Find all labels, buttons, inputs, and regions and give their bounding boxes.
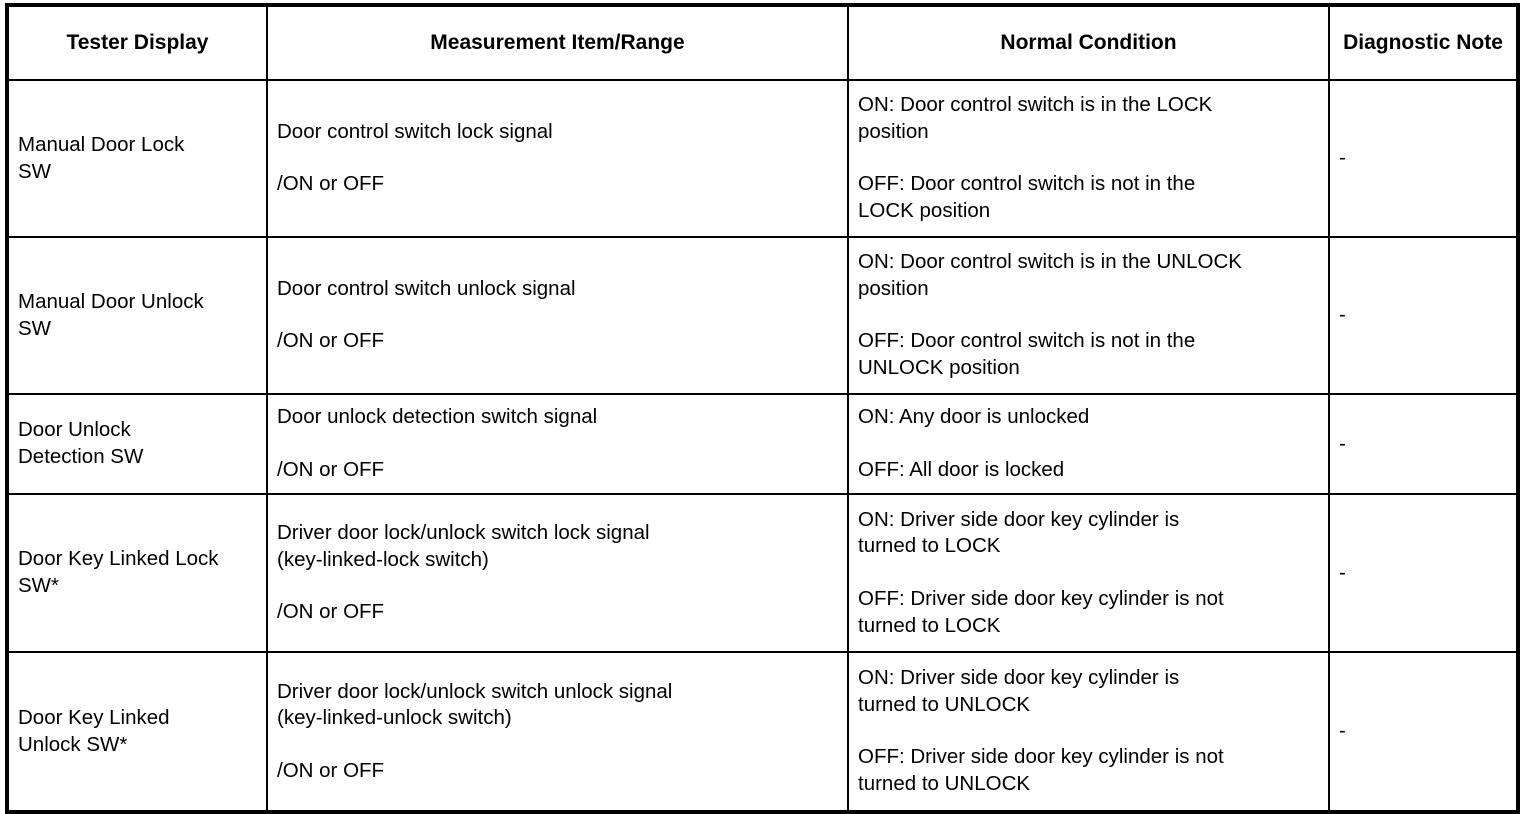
- text-line: ON: Door control switch is in the LOCK: [858, 93, 1213, 117]
- cell-normal-condition: ON: Door control switch is in the UNLOCK…: [847, 236, 1330, 395]
- column-header-measurement-item-range: Measurement Item/Range: [266, 4, 849, 81]
- text-line: Door Key Linked: [18, 705, 170, 729]
- text-block: OFF: Driver side door key cylinder is no…: [858, 586, 1318, 639]
- table-row: Manual Door Lock SW Door control switch …: [6, 79, 1519, 238]
- cell-tester-display: Door Key Linked Unlock SW*: [6, 651, 268, 813]
- text-line: position: [858, 119, 929, 143]
- text-block: Driver door lock/unlock switch unlock si…: [277, 679, 837, 732]
- text-block: Door control switch lock signal: [277, 119, 837, 146]
- text-line: turned to UNLOCK: [858, 772, 1031, 796]
- text-line: Door unlock detection switch signal: [277, 405, 598, 429]
- text-block: /ON or OFF: [277, 758, 837, 785]
- text-line: Manual Door Lock: [18, 132, 185, 156]
- cell-measurement-item-range: Door control switch unlock signal /ON or…: [266, 236, 849, 395]
- column-header-diagnostic-note: Diagnostic Note: [1328, 4, 1519, 81]
- text-block: OFF: All door is locked: [858, 457, 1318, 484]
- text-line: ON: Any door is unlocked: [858, 405, 1090, 429]
- text-line: Door control switch lock signal: [277, 119, 553, 143]
- cell-tester-display: Manual Door Unlock SW: [6, 236, 268, 395]
- table-row: Door Key Linked Unlock SW* Driver door l…: [6, 651, 1519, 813]
- text-line: Driver door lock/unlock switch lock sign…: [277, 521, 650, 545]
- cell-normal-condition: ON: Driver side door key cylinder is tur…: [847, 651, 1330, 813]
- text-block: /ON or OFF: [277, 328, 837, 355]
- header-row: Tester Display Measurement Item/Range No…: [6, 4, 1519, 81]
- text-line: ON: Door control switch is in the UNLOCK: [858, 250, 1242, 274]
- text-line: /ON or OFF: [277, 329, 385, 353]
- table-row: Manual Door Unlock SW Door control switc…: [6, 236, 1519, 395]
- text-line: turned to LOCK: [858, 534, 1001, 558]
- text-line: ON: Driver side door key cylinder is: [858, 507, 1180, 531]
- cell-measurement-item-range: Driver door lock/unlock switch lock sign…: [266, 493, 849, 653]
- text-line: OFF: All door is locked: [858, 457, 1065, 481]
- text-line: OFF: Door control switch is not in the: [858, 329, 1196, 353]
- cell-diagnostic-note: -: [1328, 651, 1519, 813]
- cell-measurement-item-range: Door control switch lock signal /ON or O…: [266, 79, 849, 238]
- text-line: SW: [18, 159, 52, 183]
- cell-tester-display: Door Key Linked Lock SW*: [6, 493, 268, 653]
- text-line: LOCK position: [858, 199, 991, 223]
- text-line: (key-linked-lock switch): [277, 547, 489, 571]
- text-block: ON: Door control switch is in the UNLOCK…: [858, 249, 1318, 302]
- text-line: Detection SW: [18, 445, 144, 468]
- text-line: /ON or OFF: [277, 172, 385, 196]
- cell-measurement-item-range: Door unlock detection switch signal /ON …: [266, 393, 849, 495]
- text-block: /ON or OFF: [277, 171, 837, 198]
- cell-diagnostic-note: -: [1328, 79, 1519, 238]
- cell-normal-condition: ON: Driver side door key cylinder is tur…: [847, 493, 1330, 653]
- cell-normal-condition: ON: Any door is unlocked OFF: All door i…: [847, 393, 1330, 495]
- cell-tester-display: Manual Door Lock SW: [6, 79, 268, 238]
- text-block: Driver door lock/unlock switch lock sign…: [277, 520, 837, 573]
- text-line: Driver door lock/unlock switch unlock si…: [277, 679, 673, 703]
- text-line: SW: [18, 316, 52, 340]
- text-block: Door control switch unlock signal: [277, 276, 837, 303]
- text-line: Manual Door Unlock: [18, 289, 204, 313]
- text-line: Unlock SW*: [18, 732, 128, 756]
- table-header: Tester Display Measurement Item/Range No…: [6, 4, 1519, 81]
- text-line: /ON or OFF: [277, 457, 385, 481]
- cell-normal-condition: ON: Door control switch is in the LOCK p…: [847, 79, 1330, 238]
- text-block: ON: Driver side door key cylinder is tur…: [858, 507, 1318, 560]
- text-line: /ON or OFF: [277, 600, 385, 624]
- text-block: ON: Any door is unlocked: [858, 404, 1318, 431]
- text-line: UNLOCK position: [858, 356, 1020, 380]
- text-block: Door unlock detection switch signal: [277, 404, 837, 431]
- cell-diagnostic-note: -: [1328, 393, 1519, 495]
- text-block: OFF: Driver side door key cylinder is no…: [858, 744, 1318, 797]
- text-line: OFF: Door control switch is not in the: [858, 172, 1196, 196]
- text-block: OFF: Door control switch is not in the U…: [858, 328, 1318, 381]
- text-line: OFF: Driver side door key cylinder is no…: [858, 745, 1224, 769]
- cell-diagnostic-note: -: [1328, 236, 1519, 395]
- text-block: OFF: Door control switch is not in the L…: [858, 171, 1318, 224]
- column-header-normal-condition: Normal Condition: [847, 4, 1330, 81]
- text-line: OFF: Driver side door key cylinder is no…: [858, 586, 1224, 610]
- text-line: turned to UNLOCK: [858, 692, 1031, 716]
- table-body: Manual Door Lock SW Door control switch …: [6, 79, 1519, 813]
- text-block: ON: Driver side door key cylinder is tur…: [858, 665, 1318, 718]
- text-line: Door Key Linked Lock: [18, 547, 219, 571]
- text-line: position: [858, 276, 929, 300]
- text-line: Door control switch unlock signal: [277, 276, 576, 300]
- cell-measurement-item-range: Driver door lock/unlock switch unlock si…: [266, 651, 849, 813]
- text-line: Door Unlock: [18, 418, 131, 442]
- text-block: /ON or OFF: [277, 457, 837, 484]
- text-block: ON: Door control switch is in the LOCK p…: [858, 92, 1318, 145]
- table-row: Door Unlock Detection SW Door unlock det…: [6, 393, 1519, 495]
- text-block: /ON or OFF: [277, 599, 837, 626]
- column-header-tester-display: Tester Display: [6, 4, 268, 81]
- text-line: /ON or OFF: [277, 758, 385, 782]
- cell-diagnostic-note: -: [1328, 493, 1519, 653]
- cell-tester-display: Door Unlock Detection SW: [6, 393, 268, 495]
- text-line: (key-linked-unlock switch): [277, 706, 512, 730]
- text-line: turned to LOCK: [858, 613, 1001, 637]
- text-line: ON: Driver side door key cylinder is: [858, 666, 1180, 690]
- table-row: Door Key Linked Lock SW* Driver door loc…: [6, 493, 1519, 653]
- diagnostic-parameter-table: Tester Display Measurement Item/Range No…: [5, 3, 1520, 814]
- text-line: SW*: [18, 574, 59, 597]
